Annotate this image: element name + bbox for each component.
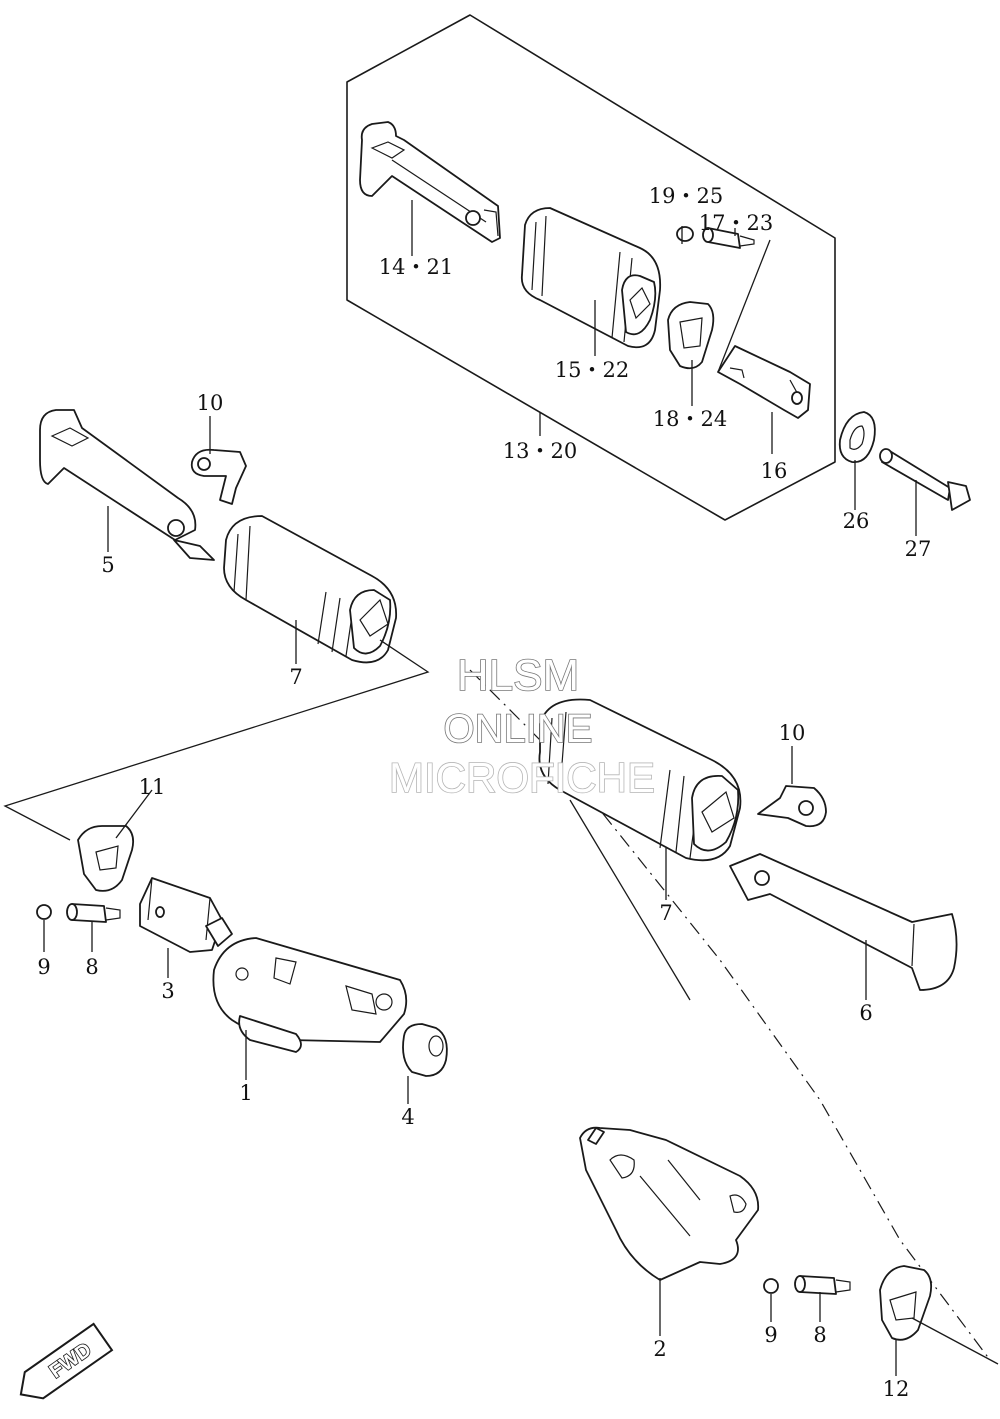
footpeg-icon [39,409,215,561]
callout-3: 3 [161,979,174,1003]
callouts: 14・21 15・22 19・25 17・23 18・24 16 13・20 2… [37,184,931,1401]
callout-7-right: 7 [659,901,672,925]
bracket-icon [717,345,811,419]
rubber-grip-icon [520,207,662,349]
plate-icon [879,1265,999,1365]
rubber-grip-icon [538,698,742,862]
bracket-icon [139,877,233,953]
callout-11: 11 [139,775,166,799]
callout-12: 12 [883,1377,910,1401]
pin-guide-line [717,239,771,373]
fwd-arrow-icon: FWD [19,1322,114,1400]
clip-icon [190,448,247,505]
plate-icon [667,301,715,370]
pin-icon [702,227,755,249]
callout-18-24: 18・24 [653,407,727,431]
footpeg-icon [359,121,501,243]
watermark-line2: ONLINE [444,707,593,751]
watermark: HLSM ONLINE MICROFICHE [388,650,656,802]
assembly-group-frame [346,14,836,521]
callout-19-25: 19・25 [649,184,723,208]
callout-27: 27 [905,537,932,561]
spacer-icon [402,1023,448,1077]
callout-7-left: 7 [289,665,302,689]
callout-16: 16 [761,459,788,483]
rubber-grip-icon [223,515,397,664]
callout-2: 2 [653,1337,666,1361]
nut-icon [763,1278,779,1294]
washer-icon [838,411,876,463]
callout-10-right: 10 [779,721,806,745]
callout-9-right: 9 [764,1323,777,1347]
pin-icon [794,1275,851,1295]
callout-13-20: 13・20 [503,439,577,463]
callout-6: 6 [859,1001,872,1025]
callout-4: 4 [401,1105,414,1129]
watermark-line3: MICROFICHE [389,754,655,801]
callout-15-22: 15・22 [555,358,629,382]
callout-26: 26 [843,509,870,533]
callout-14-21: 14・21 [379,255,453,279]
callout-17-23: 17・23 [699,211,773,235]
bracket-icon [212,937,408,1053]
clip-icon [757,785,827,828]
nut-icon [676,226,694,242]
nut-icon [36,904,52,920]
bolt-icon [879,448,971,511]
bracket-icon [579,1126,760,1281]
leader-lines [43,200,917,1376]
pin-icon [66,903,121,923]
alignment-lines [3,639,991,1361]
callout-5: 5 [101,553,114,577]
callout-1: 1 [239,1081,252,1105]
plate-icon [77,825,135,892]
callout-9-left: 9 [37,955,50,979]
callout-8-left: 8 [85,955,98,979]
callout-8-right: 8 [813,1323,826,1347]
footpeg-icon [729,853,958,991]
watermark-line1: HLSM [457,651,579,700]
callout-10-left: 10 [197,391,224,415]
